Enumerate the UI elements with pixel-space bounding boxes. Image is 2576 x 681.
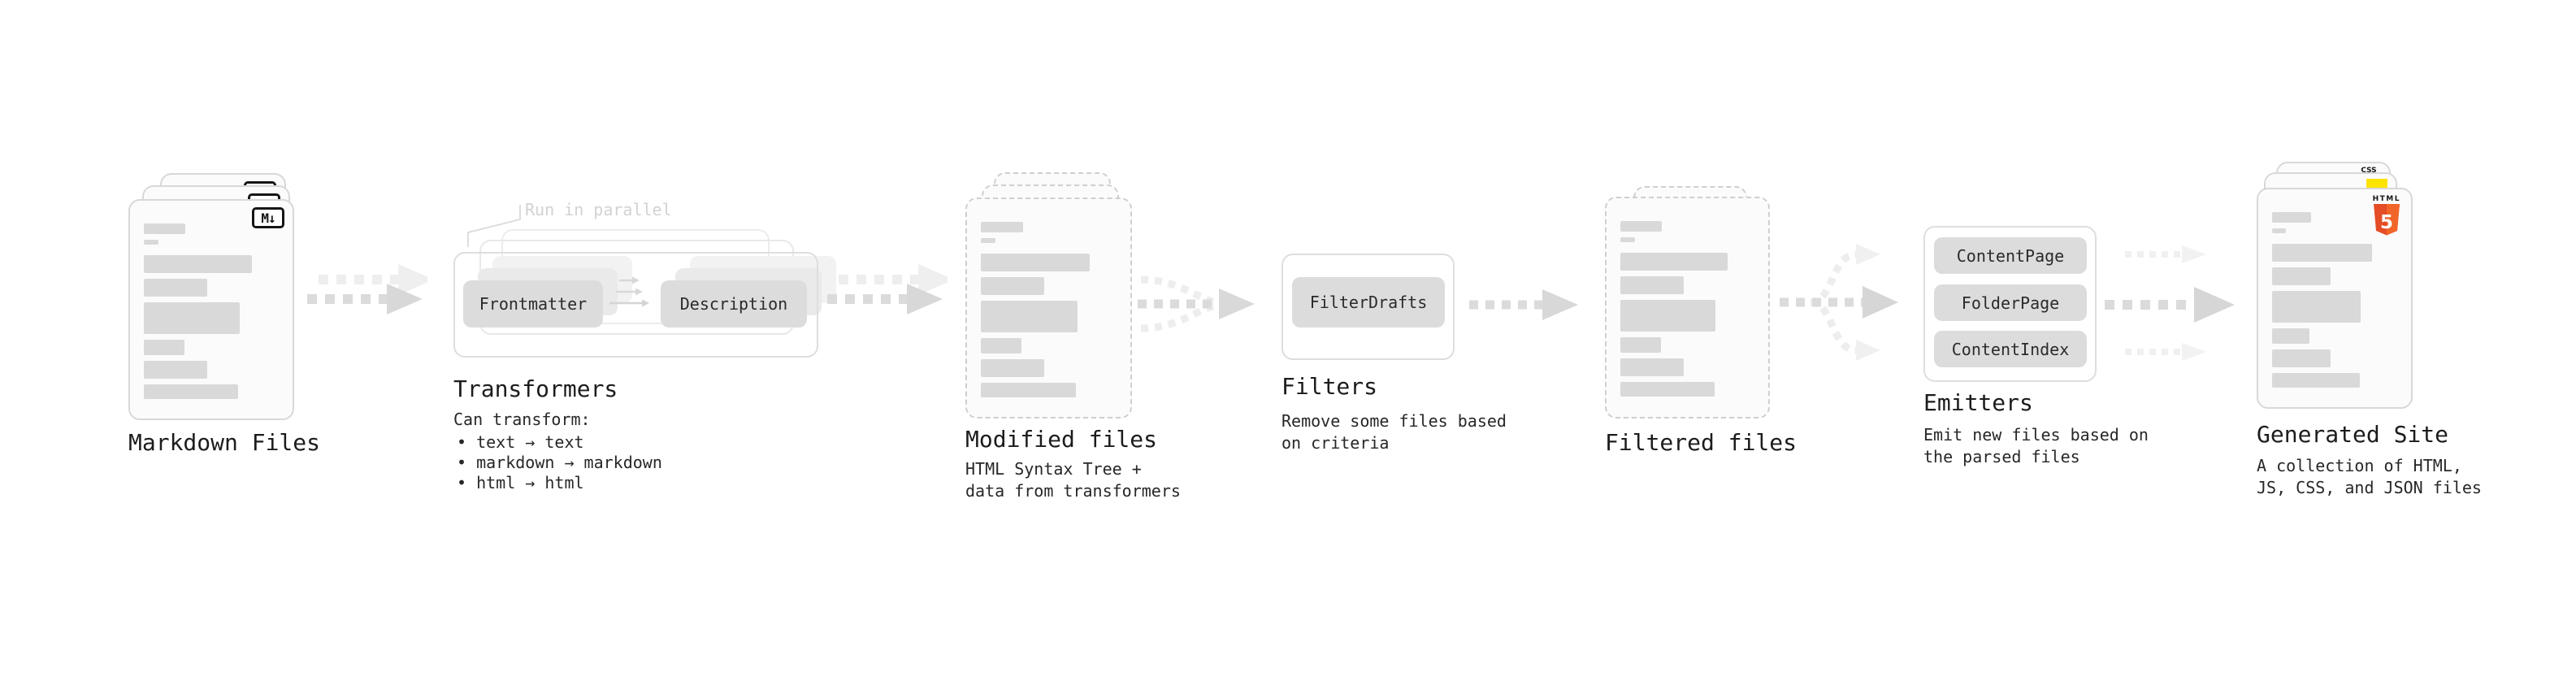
filters-container (1281, 254, 1455, 360)
text-line-bar (981, 301, 1078, 332)
modified-file-stack (965, 172, 1132, 419)
fanout-arrow-icon (1780, 244, 1898, 361)
description-box: Description (661, 280, 807, 327)
text-line-bar (1620, 300, 1716, 332)
folderpage-box: FolderPage (1934, 284, 2087, 321)
flow-arrow-icon (1469, 289, 1578, 320)
bullet-item: text → text (457, 432, 662, 453)
emitters-container (1923, 226, 2097, 382)
emitters-subtitle: Emit new files based on the parsed files (1923, 425, 2149, 466)
contentpage-box: ContentPage (1934, 237, 2087, 274)
text-line-bar (1620, 253, 1728, 271)
text-line-bar (981, 383, 1076, 397)
run-in-parallel-annotation: Run in parallel (525, 200, 672, 219)
transformers-subtitle: Can transform: (453, 410, 591, 429)
text-line-bar (1620, 358, 1684, 376)
html-file-card: HTML 5 (2257, 188, 2413, 409)
filterdrafts-box: FilterDrafts (1292, 277, 1445, 327)
text-line-bar (981, 254, 1090, 271)
text-line-bar (144, 340, 184, 355)
flow-arrow-icon (307, 264, 427, 314)
bullet-item: html → html (457, 473, 662, 493)
text-line-bar (2272, 373, 2360, 388)
emitters-title: Emitters (1923, 389, 2033, 416)
text-line-bar (981, 338, 1022, 354)
document-text-lines (130, 201, 293, 399)
text-line-bar (2272, 349, 2331, 367)
markdown-files-title: Markdown Files (128, 429, 321, 456)
merge-arrow-icon (1138, 275, 1255, 332)
filtered-files-title: Filtered files (1605, 429, 1798, 456)
text-line-bar (2272, 291, 2361, 323)
generated-site-subtitle: A collection of HTML, JS, CSS, and JSON … (2257, 456, 2482, 497)
svg-text:5: 5 (2380, 212, 2393, 233)
markdown-file-card-front: M↓ (128, 199, 294, 420)
text-line-bar (1620, 382, 1715, 397)
text-line-bar (144, 279, 208, 297)
bullet-item: markdown → markdown (457, 453, 662, 473)
transformers-bullet-list: text → text markdown → markdown html → h… (457, 432, 662, 493)
document-text-lines (1607, 198, 1768, 397)
parallel-transform-arrows-icon (609, 276, 649, 307)
modified-files-subtitle: HTML Syntax Tree + data from transformer… (965, 459, 1181, 501)
text-line-bar (981, 359, 1045, 377)
generated-site-title: Generated Site (2257, 421, 2449, 448)
text-line-bar (144, 384, 239, 399)
filters-subtitle: Remove some files based on criteria (1281, 411, 1507, 453)
flow-arrow-icon (827, 264, 948, 314)
text-line-bar (981, 277, 1045, 295)
text-line-bar (2272, 212, 2311, 223)
text-line-bar (2272, 328, 2310, 344)
text-line-bar (1620, 276, 1684, 294)
modified-files-title: Modified files (965, 426, 1158, 453)
markdown-file-stack: M↓ M↓ M↓ (128, 173, 294, 420)
html5-icon: HTML 5 (2373, 196, 2400, 236)
modified-file-card-front (965, 197, 1132, 419)
text-line-bar (2272, 267, 2331, 285)
text-line-bar (144, 223, 186, 234)
text-line-bar (144, 302, 240, 334)
text-line-bar (1620, 221, 1663, 232)
text-line-bar (144, 255, 252, 273)
contentindex-box: ContentIndex (1934, 331, 2087, 367)
text-line-bar (1620, 337, 1661, 353)
text-line-bar (1620, 237, 1636, 242)
filtered-file-card-front (1605, 197, 1770, 419)
transformer-lane-front (453, 252, 818, 358)
text-line-bar (2272, 228, 2286, 233)
text-line-bar (2272, 244, 2373, 262)
text-line-bar (981, 238, 996, 243)
filtered-file-stack (1605, 186, 1770, 419)
frontmatter-box: Frontmatter (463, 280, 603, 327)
text-line-bar (981, 222, 1023, 232)
document-text-lines (2258, 189, 2411, 388)
text-line-bar (144, 240, 159, 245)
filters-title: Filters (1281, 373, 1378, 400)
annotation-leader-line (467, 205, 521, 247)
generated-site-stack: CSS HTML 5 (2257, 162, 2413, 409)
transformers-title: Transformers (453, 375, 618, 402)
parallel-flow-arrows-icon (2105, 245, 2235, 361)
text-line-bar (144, 361, 208, 379)
markdown-icon: M↓ (252, 207, 284, 228)
document-text-lines (967, 199, 1130, 397)
